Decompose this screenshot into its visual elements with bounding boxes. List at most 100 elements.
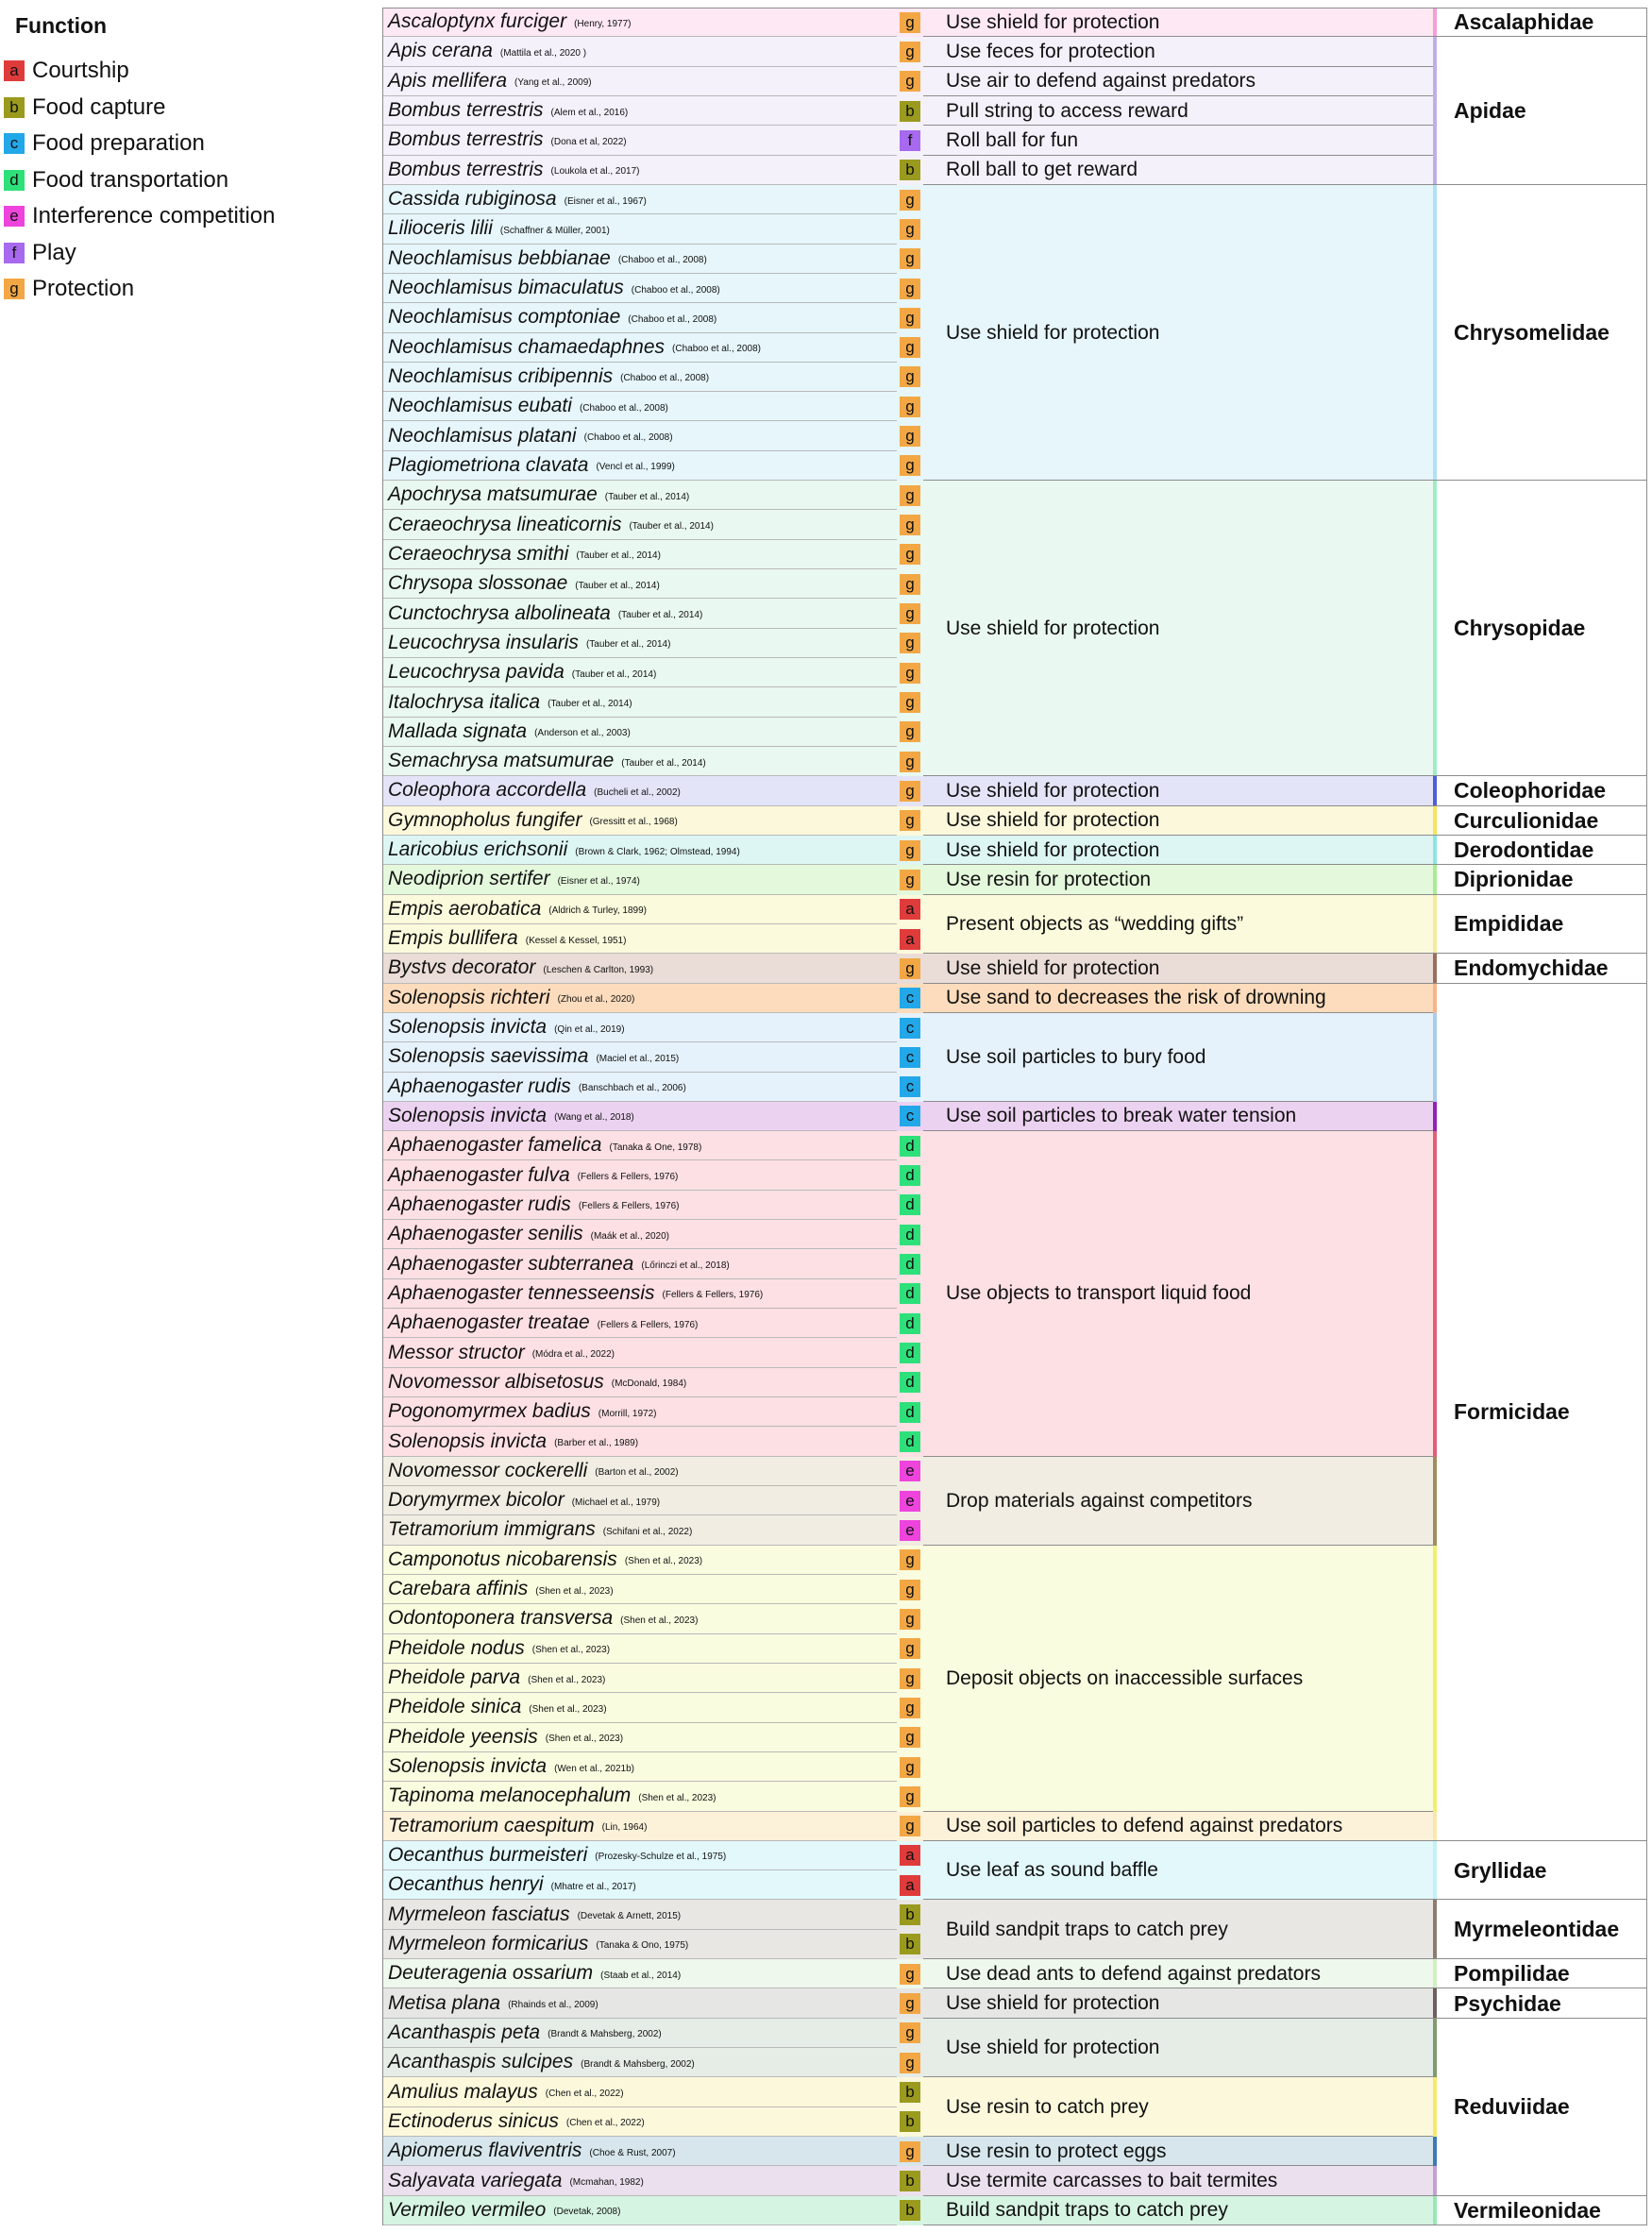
function-code-badge: g (900, 515, 920, 536)
function-code-badge: g (900, 1579, 920, 1600)
family-color-bar-segment (1433, 1131, 1437, 1457)
family-name: Pompilidae (1454, 1961, 1570, 1987)
function-description: Present objects as “wedding gifts” (946, 912, 1244, 935)
family-name: Empididae (1454, 911, 1564, 937)
function-code-cell: g (897, 67, 923, 96)
function-code-badge: g (900, 1993, 920, 2015)
table-row: Neochlamisus bebbianae(Chaboo et al., 20… (382, 245, 897, 274)
table-row: Empis aerobatica(Aldrich & Turley, 1899) (382, 895, 897, 924)
function-code-cell: g (897, 37, 923, 66)
function-code-badge: e (900, 1519, 920, 1541)
table-row: Neochlamisus comptoniae(Chaboo et al., 2… (382, 303, 897, 333)
family-name: Formicidae (1454, 1399, 1570, 1425)
citation: (Maciel et al., 2015) (596, 1053, 680, 1064)
function-group-divider (923, 982, 1433, 984)
species-cell: Ectinoderus sinicus(Chen et al., 2022) (388, 2107, 645, 2136)
function-code-badge: c (900, 1106, 920, 1127)
function-code-cell: g (897, 2019, 923, 2048)
function-code-cell: d (897, 1220, 923, 1249)
species-cell: Empis bullifera(Kessel & Kessel, 1951) (388, 924, 626, 953)
table-row: Oecanthus henryi(Mhatre et al., 2017) (382, 1870, 897, 1901)
function-code-badge: g (900, 307, 920, 329)
legend-label: Food capture (32, 93, 166, 120)
citation: (Yang et al., 2009) (514, 77, 592, 89)
legend-code-badge: e (4, 206, 25, 227)
species-name: Pheidole yeensis (388, 1725, 538, 1748)
table-row: Chrysopa slossonae(Tauber et al., 2014) (382, 569, 897, 600)
table-row: Leucochrysa insularis(Tauber et al., 201… (382, 629, 897, 659)
table-row: Pogonomyrmex badius(Morrill, 1972) (382, 1397, 897, 1428)
family-color-bar-segment (1433, 983, 1437, 1013)
function-code-badge: d (900, 1343, 920, 1364)
table-row: Neochlamisus platani(Chaboo et al., 2008… (382, 421, 897, 451)
function-code-cell: g (897, 1604, 923, 1633)
species-cell: Solenopsis invicta(Wen et al., 2021b) (388, 1752, 634, 1781)
species-name: Ceraeochrysa lineaticornis (388, 513, 622, 535)
species-name: Cunctochrysa albolineata (388, 601, 611, 624)
table-row: Ceraeochrysa lineaticornis(Tauber et al.… (382, 510, 897, 540)
function-code-badge: g (900, 869, 920, 890)
family-color-bar (1433, 954, 1437, 984)
table-row: Metisa plana(Rhainds et al., 2009) (382, 1988, 897, 2019)
function-code-cell: g (897, 569, 923, 599)
citation: (Loukola et al., 2017) (550, 166, 640, 178)
function-group-divider (923, 953, 1433, 955)
function-code-cell: g (897, 1959, 923, 1988)
species-cell: Empis aerobatica(Aldrich & Turley, 1899) (388, 895, 647, 923)
citation: (Tauber et al., 2014) (548, 699, 632, 710)
function-code-cell: d (897, 1279, 923, 1309)
species-name: Neochlamisus bebbianae (388, 246, 611, 269)
function-code-badge: c (900, 1076, 920, 1098)
species-name: Bombus terrestris (388, 128, 544, 151)
function-code-badge: g (900, 455, 920, 477)
table-row: Aphaenogaster rudis(Banschbach et al., 2… (382, 1073, 897, 1102)
citation: (Leschen & Carlton, 1993) (543, 964, 654, 975)
table-row: Neochlamisus cribipennis(Chaboo et al., … (382, 363, 897, 393)
function-group-divider (923, 1899, 1433, 1901)
function-code-badge: c (900, 988, 920, 1009)
function-code-cell: a (897, 895, 923, 924)
species-name: Mallada signata (388, 719, 528, 742)
family-color-bar-segment (1433, 2166, 1437, 2196)
function-code-cell: g (897, 421, 923, 450)
species-cell: Ceraeochrysa lineaticornis(Tauber et al.… (388, 510, 714, 538)
function-code-cell: g (897, 1634, 923, 1664)
citation: (Mhatre et al., 2017) (550, 1881, 636, 1892)
citation: (Tauber et al., 2014) (621, 757, 706, 769)
citation: (Tauber et al., 2014) (604, 491, 690, 502)
function-group-divider (923, 1130, 1433, 1132)
function-group-divider (923, 2076, 1433, 2078)
function-code-badge: g (900, 1697, 920, 1718)
function-code-badge: g (900, 426, 920, 448)
species-name: Ectinoderus sinicus (388, 2109, 559, 2132)
species-name: Aphaenogaster famelica (388, 1134, 602, 1157)
function-code-badge: a (900, 899, 920, 921)
species-name: Myrmeleon formicarius (388, 1932, 589, 1954)
function-code-cell: f (897, 126, 923, 155)
species-cell: Neochlamisus platani(Chaboo et al., 2008… (388, 421, 673, 449)
citation: (Shen et al., 2023) (528, 1674, 606, 1685)
species-cell: Pheidole nodus(Shen et al., 2023) (388, 1634, 610, 1663)
function-code-cell: b (897, 2077, 923, 2106)
species-cell: Bombus terrestris(Loukola et al., 2017) (388, 156, 640, 184)
function-group-divider (923, 480, 1433, 482)
family-color-bar-segment (1433, 1012, 1437, 1102)
table-row: Acanthaspis sulcipes(Brandt & Mahsberg, … (382, 2048, 897, 2078)
species-cell: Aphaenogaster fulva(Fellers & Fellers, 1… (388, 1160, 678, 1189)
citation: (Kessel & Kessel, 1951) (525, 935, 627, 946)
species-cell: Apiomerus flaviventris(Choe & Rust, 2007… (388, 2137, 676, 2165)
table-row: Solenopsis richteri(Zhou et al., 2020) (382, 984, 897, 1013)
function-code-badge: b (900, 1934, 920, 1955)
citation: (Maák et al., 2020) (590, 1230, 670, 1242)
species-cell: Lilioceris lilii(Schaffner & Müller, 200… (388, 214, 610, 243)
citation: (Choe & Rust, 2007) (589, 2147, 676, 2158)
family-divider (1433, 834, 1647, 836)
species-cell: Myrmeleon formicarius(Tanaka & Ono, 1975… (388, 1930, 688, 1958)
table-row: Neochlamisus eubati(Chaboo et al., 2008) (382, 392, 897, 422)
species-name: Ceraeochrysa smithi (388, 542, 569, 565)
function-code-badge: b (900, 2111, 920, 2133)
table-row: Apochrysa matsumurae(Tauber et al., 2014… (382, 481, 897, 511)
function-code-badge: d (900, 1372, 920, 1394)
function-code-badge: g (900, 2022, 920, 2044)
family-color-bar (1433, 8, 1437, 38)
